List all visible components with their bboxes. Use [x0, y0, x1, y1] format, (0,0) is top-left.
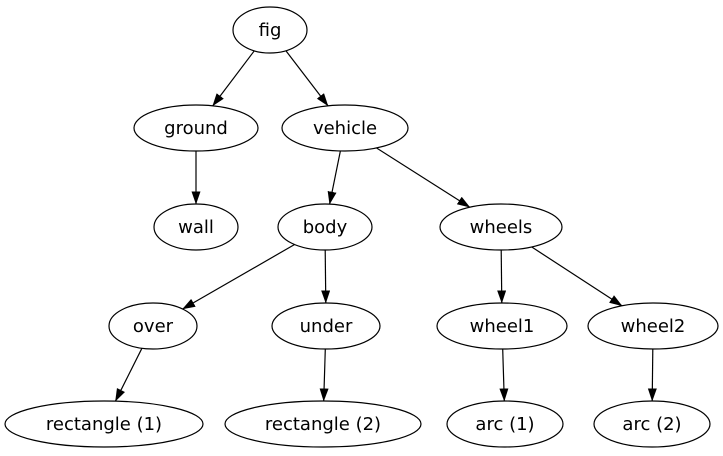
node-label-ground: ground: [164, 118, 228, 139]
edge-wheel2-arc2: [647, 348, 657, 402]
node-ellipse-under: [271, 302, 381, 350]
node-ellipse-fig: [232, 6, 308, 54]
node-under: under: [271, 302, 381, 350]
edge-vehicle-wheels: [376, 147, 471, 208]
node-vehicle: vehicle: [281, 104, 409, 152]
node-label-wall: wall: [178, 217, 214, 238]
nodes-layer: fig ground vehicle wall body wheels over under w…: [4, 6, 719, 448]
node-ellipse-over: [108, 302, 198, 350]
node-wheels: wheels: [439, 203, 563, 251]
edge-fig-vehicle: [285, 50, 329, 107]
node-fig: fig: [232, 6, 308, 54]
edges-layer: [114, 50, 657, 402]
node-wheel2: wheel2: [587, 302, 719, 350]
node-label-body: body: [303, 217, 348, 238]
node-label-under: under: [300, 316, 353, 337]
edge-body-over: [182, 243, 295, 310]
node-rect1: rectangle (1): [4, 400, 204, 448]
node-ellipse-wheel1: [436, 302, 568, 350]
node-ellipse-wheel2: [587, 302, 719, 350]
edge-over-rect1: [114, 348, 143, 402]
node-ellipse-rect1: [4, 400, 204, 448]
node-ellipse-body: [277, 203, 373, 251]
node-ellipse-wall: [153, 203, 239, 251]
edge-vehicle-body: [327, 150, 341, 205]
node-ellipse-wheels: [439, 203, 563, 251]
node-arc2: arc (2): [593, 400, 711, 448]
node-label-wheel2: wheel2: [621, 316, 686, 337]
node-ellipse-vehicle: [281, 104, 409, 152]
node-ground: ground: [133, 104, 259, 152]
node-label-wheels: wheels: [470, 217, 533, 238]
edge-under-rect2: [319, 348, 329, 402]
node-label-arc2: arc (2): [622, 414, 681, 435]
node-label-rect2: rectangle (2): [265, 414, 381, 435]
node-ellipse-arc2: [593, 400, 711, 448]
node-over: over: [108, 302, 198, 350]
edge-fig-ground: [212, 50, 255, 107]
node-wheel1: wheel1: [436, 302, 568, 350]
node-ellipse-arc1: [446, 400, 564, 448]
node-rect2: rectangle (2): [224, 400, 422, 448]
node-label-rect1: rectangle (1): [46, 414, 162, 435]
node-wall: wall: [153, 203, 239, 251]
edge-wheels-wheel1: [497, 249, 507, 304]
node-arc1: arc (1): [446, 400, 564, 448]
node-label-fig: fig: [259, 20, 282, 41]
node-ellipse-ground: [133, 104, 259, 152]
node-label-arc1: arc (1): [475, 414, 534, 435]
edge-body-under: [321, 249, 331, 304]
node-label-over: over: [133, 316, 174, 337]
node-ellipse-rect2: [224, 400, 422, 448]
node-body: body: [277, 203, 373, 251]
node-label-wheel1: wheel1: [470, 316, 535, 337]
edge-wheel1-arc1: [499, 348, 509, 402]
edge-wheels-wheel2: [531, 246, 623, 307]
node-label-vehicle: vehicle: [313, 118, 377, 139]
